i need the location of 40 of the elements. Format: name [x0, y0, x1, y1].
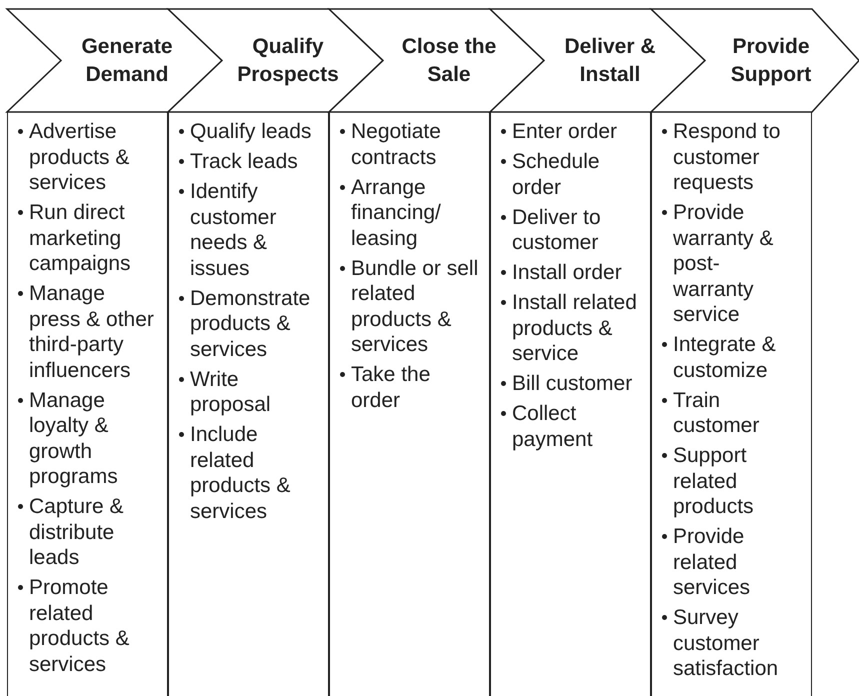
activity-item: Demonstrate products & services [179, 286, 319, 362]
activity-item: Survey customer satisfaction [662, 605, 802, 682]
activity-item: Bill customer [501, 371, 641, 396]
activity-item: Enter order [501, 119, 641, 144]
activity-item: Run direct marketing campaigns [18, 200, 158, 276]
activity-item: Provide warranty & post- warranty service [662, 200, 802, 328]
activity-item: Manage loyalty & growth programs [18, 388, 158, 490]
activity-item: Integrate & customize [662, 332, 802, 383]
activity-column [329, 112, 490, 696]
activity-item: Install order [501, 260, 641, 286]
activity-item: Advertise products & services [18, 119, 158, 196]
activity-item: Manage press & other third-party influencers [18, 281, 158, 383]
activity-column [651, 112, 812, 696]
activity-item: Write proposal [179, 366, 319, 418]
activity-item: Take the order [340, 362, 480, 413]
activity-item: Negotiate contracts [340, 119, 480, 170]
activity-column [7, 112, 168, 696]
activity-item: Include related products & services [179, 422, 319, 524]
activity-column [168, 112, 329, 696]
stage-title: Provide Support [730, 34, 812, 88]
activity-item: Arrange financing/ leasing [340, 174, 480, 251]
activity-item: Provide related services [662, 524, 802, 600]
activity-item: Deliver to customer [501, 204, 641, 256]
activity-column [490, 112, 651, 696]
activity-item: Identify customer needs & issues [179, 179, 319, 281]
stage-title: Generate Demand [80, 34, 174, 88]
activity-item: Install related products & service [501, 290, 641, 366]
stage-title: Close the Sale [400, 34, 498, 88]
activity-item: Promote related products & services [18, 575, 158, 677]
activity-item: Support related products [662, 443, 802, 520]
activity-item: Qualify leads [179, 119, 319, 144]
stage-title: Qualify Prospects [236, 34, 340, 88]
stage-title: Deliver & Install [563, 34, 657, 88]
activity-item: Collect payment [501, 401, 641, 452]
activity-item: Bundle or sell related products & services [340, 256, 480, 358]
activity-item: Track leads [179, 149, 319, 174]
activity-item: Capture & distribute leads [18, 494, 158, 570]
activity-item: Train customer [662, 388, 802, 438]
activity-item: Schedule order [501, 149, 641, 200]
activity-item: Respond to customer requests [662, 119, 802, 196]
